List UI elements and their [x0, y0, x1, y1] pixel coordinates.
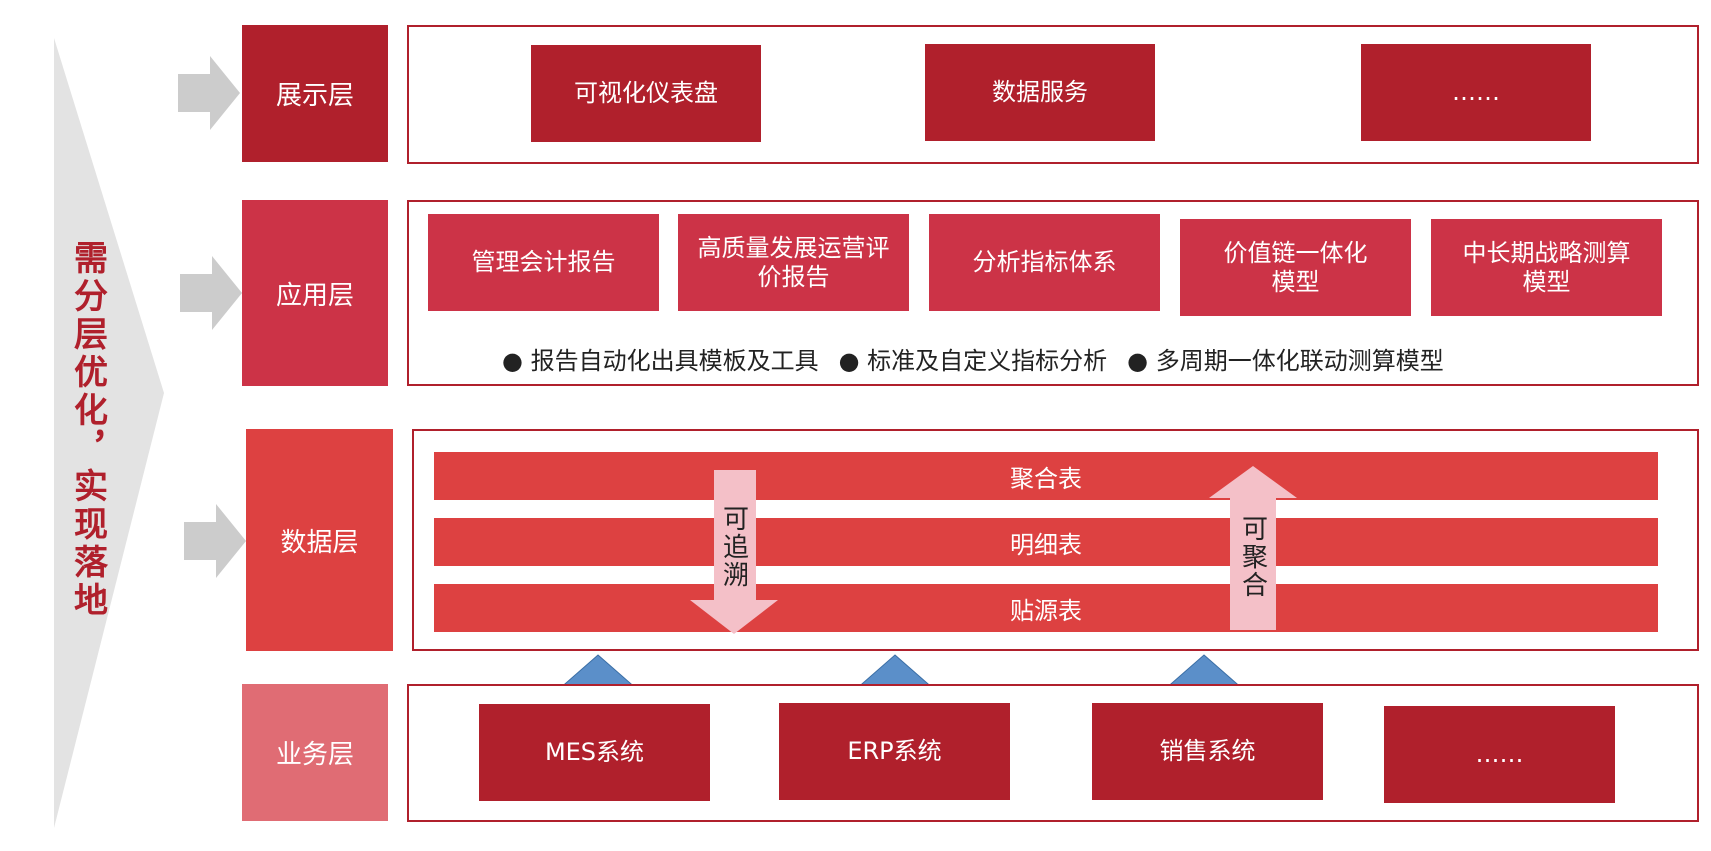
trace-down-arrow: [690, 470, 778, 634]
application-item-strategy-model: 中长期战略测算模型: [1431, 219, 1662, 316]
data-table-detail: 明细表: [434, 518, 1658, 566]
layer-arrow-data: [184, 504, 246, 578]
business-item-mes: MES系统: [479, 704, 710, 801]
application-bullet-1: ● 报告自动化出具模板及工具: [502, 347, 819, 375]
presentation-item-data-service: 数据服务: [925, 44, 1155, 141]
application-bullet-3: ● 多周期一体化联动测算模型: [1127, 347, 1444, 375]
layer-label-application: 应用层: [242, 200, 388, 386]
data-table-aggregate: 聚合表: [434, 452, 1658, 500]
application-item-mgmt-report: 管理会计报告: [428, 214, 659, 311]
application-bullet-2: ● 标准及自定义指标分析: [838, 347, 1108, 375]
business-item-erp: ERP系统: [779, 703, 1010, 800]
layer-label-data: 数据层: [246, 429, 393, 651]
application-item-indicator-system: 分析指标体系: [929, 214, 1160, 311]
aggregate-up-arrow: [1209, 466, 1297, 630]
layer-arrow-application: [180, 256, 242, 330]
presentation-item-more: ……: [1361, 44, 1591, 141]
application-item-quality-report: 高质量发展运营评价报告: [678, 214, 909, 311]
side-banner-text: 需分层优化，实现落地: [67, 240, 108, 620]
trace-arrow-label: 可追溯: [718, 505, 749, 589]
aggregate-arrow-label: 可聚合: [1237, 515, 1268, 599]
presentation-item-dashboard: 可视化仪表盘: [531, 45, 761, 142]
layer-label-business: 业务层: [242, 684, 388, 821]
layer-label-presentation: 展示层: [242, 25, 388, 162]
data-table-source: 贴源表: [434, 584, 1658, 632]
application-item-value-chain: 价值链一体化模型: [1180, 219, 1411, 316]
banner-arrow: [54, 38, 164, 828]
business-item-sales: 销售系统: [1092, 703, 1323, 800]
application-bullets: ● 报告自动化出具模板及工具 ● 标准及自定义指标分析 ● 多周期一体化联动测算模型: [502, 341, 1464, 375]
layer-arrow-presentation: [178, 56, 240, 130]
business-item-more: ……: [1384, 706, 1615, 803]
